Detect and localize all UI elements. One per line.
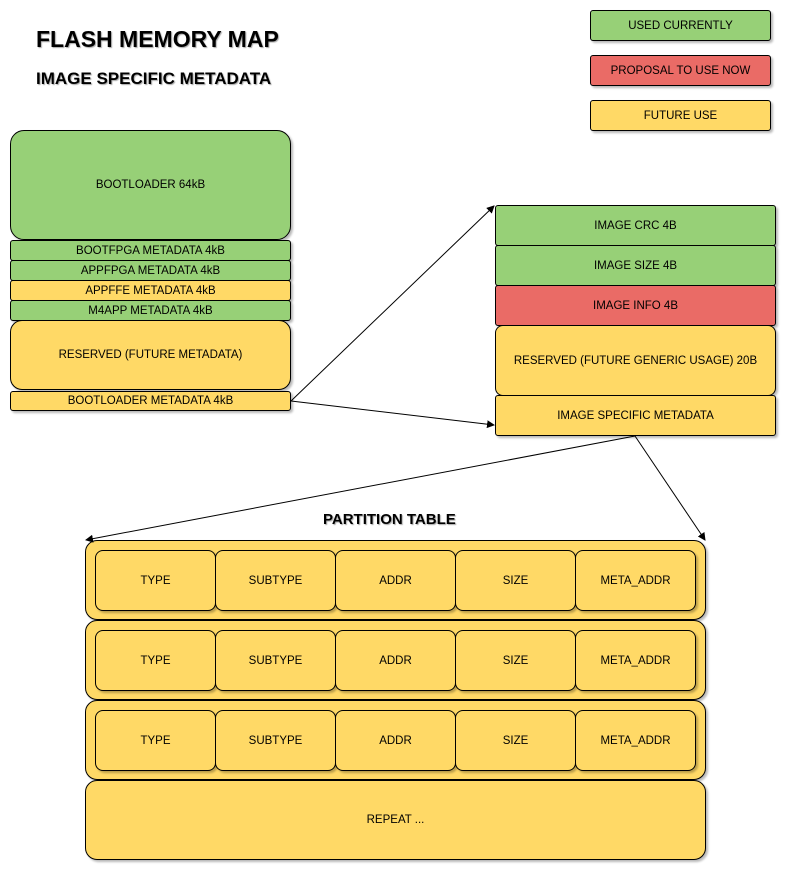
partition-cell-meta-addr: META_ADDR xyxy=(575,630,696,691)
legend-future-use: FUTURE USE xyxy=(590,100,771,131)
partition-table-title: PARTITION TABLE xyxy=(323,511,456,528)
partition-cell-size: SIZE xyxy=(455,550,576,611)
image-size-field: IMAGE SIZE 4B xyxy=(495,245,776,286)
m4app-metadata-block: M4APP METADATA 4kB xyxy=(10,300,291,321)
partition-cell-meta-addr: META_ADDR xyxy=(575,550,696,611)
bootloader-block: BOOTLOADER 64kB xyxy=(10,130,291,240)
arrow-to-metadata-top xyxy=(290,205,495,402)
image-info-field: IMAGE INFO 4B xyxy=(495,285,776,326)
partition-cell-size: SIZE xyxy=(455,630,576,691)
image-specific-metadata-field: IMAGE SPECIFIC METADATA xyxy=(495,395,776,436)
partition-cell-meta-addr: META_ADDR xyxy=(575,710,696,771)
reserved-generic-field: RESERVED (FUTURE GENERIC USAGE) 20B xyxy=(495,325,776,396)
bootloader-metadata-block: BOOTLOADER METADATA 4kB xyxy=(10,391,291,411)
page-title: FLASH MEMORY MAP xyxy=(36,26,279,52)
bootfpga-metadata-block: BOOTFPGA METADATA 4kB xyxy=(10,240,291,261)
partition-cell-type: TYPE xyxy=(95,630,216,691)
partition-repeat-row: REPEAT ... xyxy=(85,780,706,860)
partition-cell-size: SIZE xyxy=(455,710,576,771)
appfpga-metadata-block: APPFPGA METADATA 4kB xyxy=(10,260,291,281)
legend-used-currently: USED CURRENTLY xyxy=(590,10,771,41)
image-crc-field: IMAGE CRC 4B xyxy=(495,205,776,246)
page-subtitle: IMAGE SPECIFIC METADATA xyxy=(36,69,272,88)
appffe-metadata-block: APPFFE METADATA 4kB xyxy=(10,280,291,301)
partition-cell-type: TYPE xyxy=(95,710,216,771)
partition-cell-addr: ADDR xyxy=(335,630,456,691)
partition-cell-type: TYPE xyxy=(95,550,216,611)
arrow-to-partition-right xyxy=(634,435,706,541)
legend-proposal: PROPOSAL TO USE NOW xyxy=(590,55,771,86)
reserved-metadata-block: RESERVED (FUTURE METADATA) xyxy=(10,320,291,390)
arrow-to-metadata-bottom xyxy=(290,400,495,429)
partition-cell-subtype: SUBTYPE xyxy=(215,710,336,771)
partition-cell-addr: ADDR xyxy=(335,550,456,611)
partition-cell-subtype: SUBTYPE xyxy=(215,550,336,611)
partition-cell-subtype: SUBTYPE xyxy=(215,630,336,691)
partition-cell-addr: ADDR xyxy=(335,710,456,771)
